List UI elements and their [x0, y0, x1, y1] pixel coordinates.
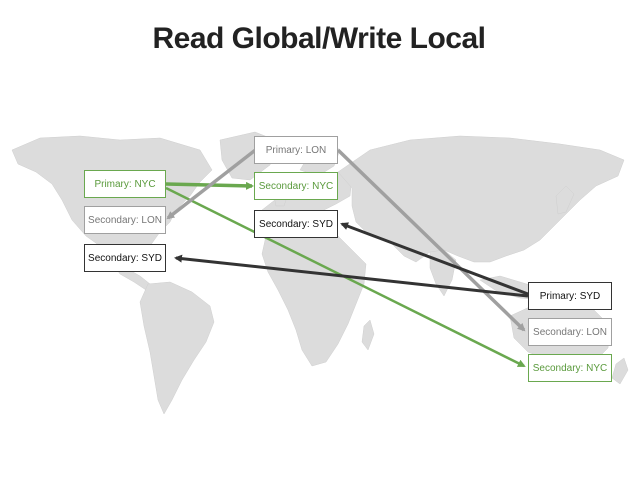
edge-syd-to-lon-secondary	[340, 222, 529, 296]
africa-shape	[261, 229, 367, 367]
japan-shape	[555, 185, 575, 215]
madagascar-shape	[361, 319, 375, 351]
page-title: Read Global/Write Local	[152, 22, 486, 55]
new-zealand-shape	[611, 357, 629, 385]
node-lon-primary: Primary: LON	[254, 136, 338, 164]
node-nyc-primary: Primary: NYC	[84, 170, 166, 198]
south-america-shape	[139, 281, 215, 415]
node-syd-primary: Primary: SYD	[528, 282, 612, 310]
edge-syd-to-nyc-secondary	[174, 254, 529, 298]
node-syd-secondary-lon: Secondary: LON	[528, 318, 612, 346]
edge-lon-to-nyc-secondary	[166, 146, 260, 220]
node-lon-secondary-syd: Secondary: SYD	[254, 210, 338, 238]
north-america-shape	[11, 135, 213, 269]
node-lon-secondary-nyc: Secondary: NYC	[254, 172, 338, 200]
node-nyc-secondary-lon: Secondary: LON	[84, 206, 166, 234]
asia-shape	[337, 135, 625, 263]
node-nyc-secondary-syd: Secondary: SYD	[84, 244, 166, 272]
node-syd-secondary-nyc: Secondary: NYC	[528, 354, 612, 382]
edges	[165, 146, 529, 368]
edge-lon-to-syd-secondary	[336, 148, 526, 332]
